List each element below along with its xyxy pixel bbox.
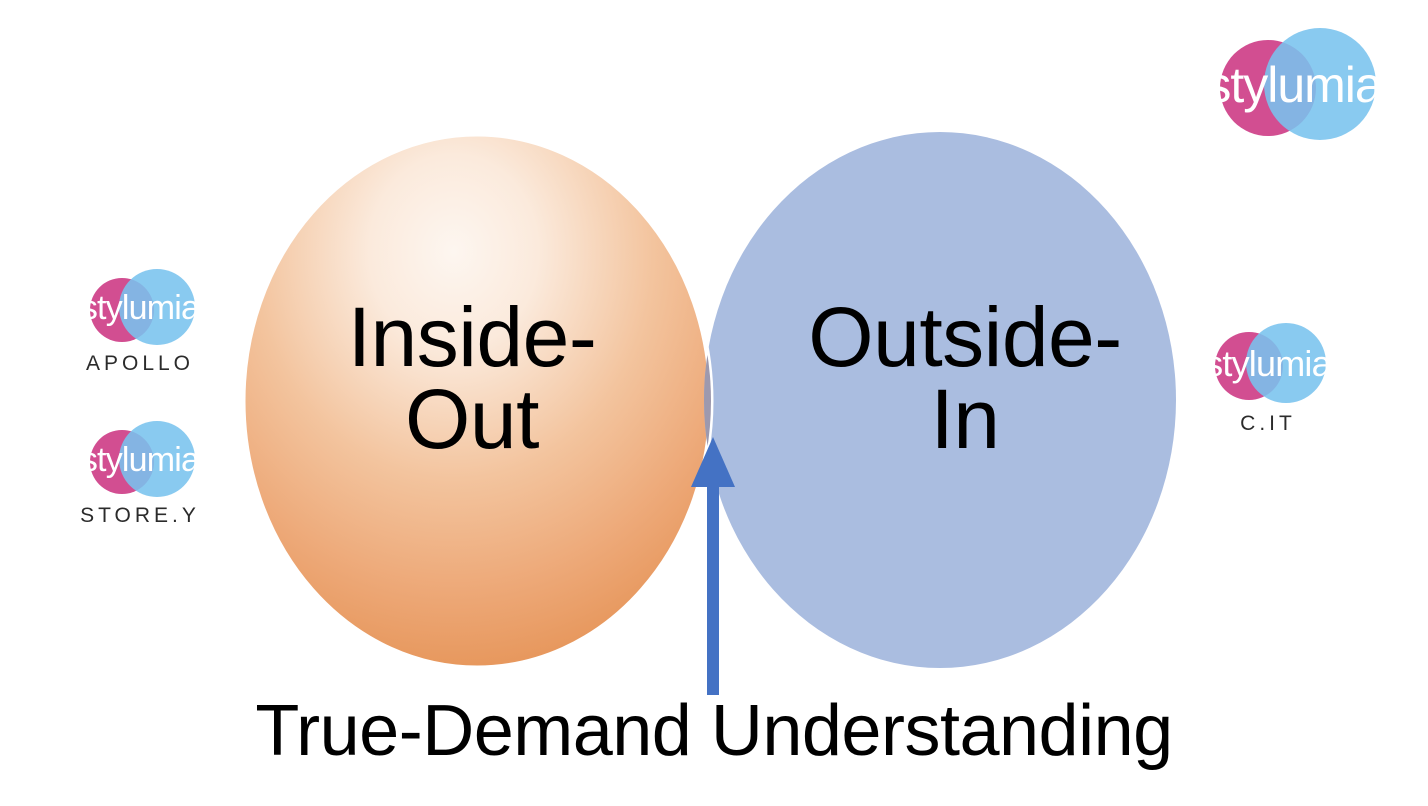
venn-circle-outside-in <box>704 132 1176 668</box>
venn-label-inside-out: Inside- Out <box>347 290 597 467</box>
svg-text:stylumia: stylumia <box>1206 57 1383 113</box>
stylumia-logo-storey: stylumia STORE.Y <box>74 420 206 528</box>
stylumia-logo-icon: stylumia <box>1196 26 1392 142</box>
arrow-up-icon <box>691 437 735 695</box>
stylumia-logo-storey-caption: STORE.Y <box>80 504 200 527</box>
stylumia-logo-cit-caption: C.IT <box>1240 412 1296 435</box>
stylumia-logo-icon: stylumia <box>74 420 206 498</box>
svg-text:stylumia: stylumia <box>1205 343 1332 384</box>
svg-text:stylumia: stylumia <box>81 289 200 327</box>
stylumia-logo-icon: stylumia <box>1198 322 1338 404</box>
stylumia-logo-cit: stylumia C.IT <box>1198 322 1338 436</box>
stylumia-logo-apollo-caption: APOLLO <box>85 352 195 375</box>
svg-text:stylumia: stylumia <box>81 441 200 479</box>
venn-circle-inside-out <box>243 134 711 668</box>
stylumia-logo-apollo: stylumia APOLLO <box>74 268 206 376</box>
diagram-caption: True-Demand Understanding <box>255 691 1173 771</box>
stylumia-logo-icon: stylumia <box>74 268 206 346</box>
stylumia-logo-main: stylumia <box>1196 26 1392 142</box>
venn-label-outside-in: Outside- In <box>808 290 1122 467</box>
